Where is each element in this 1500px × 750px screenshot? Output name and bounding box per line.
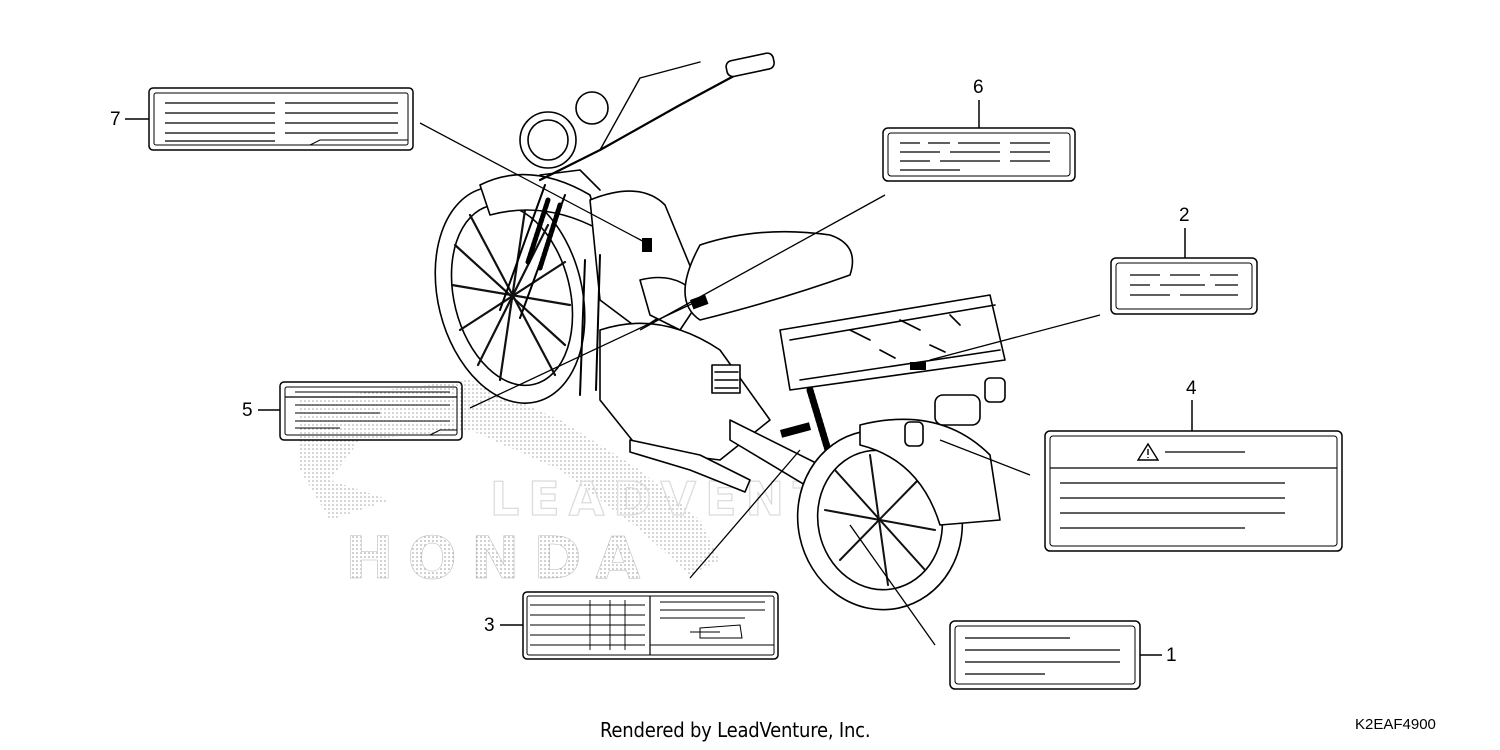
- label-4-shape: [939, 400, 1343, 552]
- honda-watermark-text: HONDA: [345, 524, 654, 592]
- callout-4: 4: [1186, 378, 1197, 399]
- label-5-shape: [258, 299, 701, 441]
- label-1-shape: [849, 524, 1162, 690]
- footer-credit: Rendered by LeadVenture, Inc.: [600, 718, 871, 742]
- label-6-shape: [639, 100, 1076, 331]
- callout-3: 3: [484, 615, 495, 636]
- callout-6: 6: [973, 77, 984, 98]
- callout-5: 5: [242, 400, 253, 421]
- callout-1: 1: [1166, 645, 1177, 666]
- warning-triangle-icon: [1136, 442, 1160, 461]
- callout-2: 2: [1179, 205, 1190, 226]
- honda-watermark: HONDA: [300, 380, 720, 592]
- diagram-code: K2EAF4900: [1355, 716, 1436, 733]
- label-3-shape: [500, 449, 801, 660]
- label-7-shape: [125, 87, 651, 246]
- callout-7: 7: [110, 109, 121, 130]
- label-2-shape: [929, 228, 1258, 361]
- motorcycle-drawing: [434, 52, 1006, 611]
